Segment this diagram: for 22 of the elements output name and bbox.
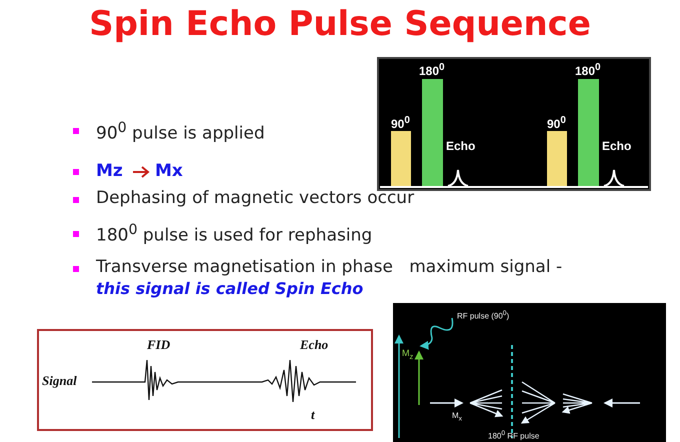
formula-text: Mx: [155, 162, 183, 181]
bullet-text: Transverse magnetisation in phase maximum signal -: [96, 258, 562, 277]
axis-label: t: [311, 408, 315, 422]
emphasis-text: this signal is called Spin Echo: [96, 280, 364, 298]
pulse-label: 180$^{0}$: [419, 62, 445, 78]
pulse-label: 90$^{0}$: [547, 115, 566, 132]
bullet-text: 180$^{0}$ pulse is used for rephasing: [96, 223, 372, 246]
bullet-text: 90$^{0}$ pulse is applied: [96, 121, 265, 144]
formula-text: Mz: [96, 162, 123, 181]
pulse-label: 90$^{0}$: [391, 115, 410, 132]
pulse-label: 180$^{0}$ RF pulse: [488, 430, 540, 442]
axis-label: Signal: [42, 374, 77, 388]
echo-label: Echo: [602, 140, 632, 154]
signal-label: FID: [147, 338, 170, 352]
pulse-label: 180$^{0}$: [575, 62, 601, 78]
signal-label: Echo: [300, 338, 328, 352]
vector-label: M$_{x}$: [452, 412, 462, 423]
bullet-text: Dephasing of magnetic vectors occur: [96, 189, 414, 208]
slide-title: Spin Echo Pulse Sequence: [88, 4, 592, 44]
vector-label: M$_{z}$: [402, 349, 414, 362]
pulse-label: RF pulse (90$^{0}$): [457, 310, 510, 322]
echo-label: Echo: [446, 140, 476, 154]
